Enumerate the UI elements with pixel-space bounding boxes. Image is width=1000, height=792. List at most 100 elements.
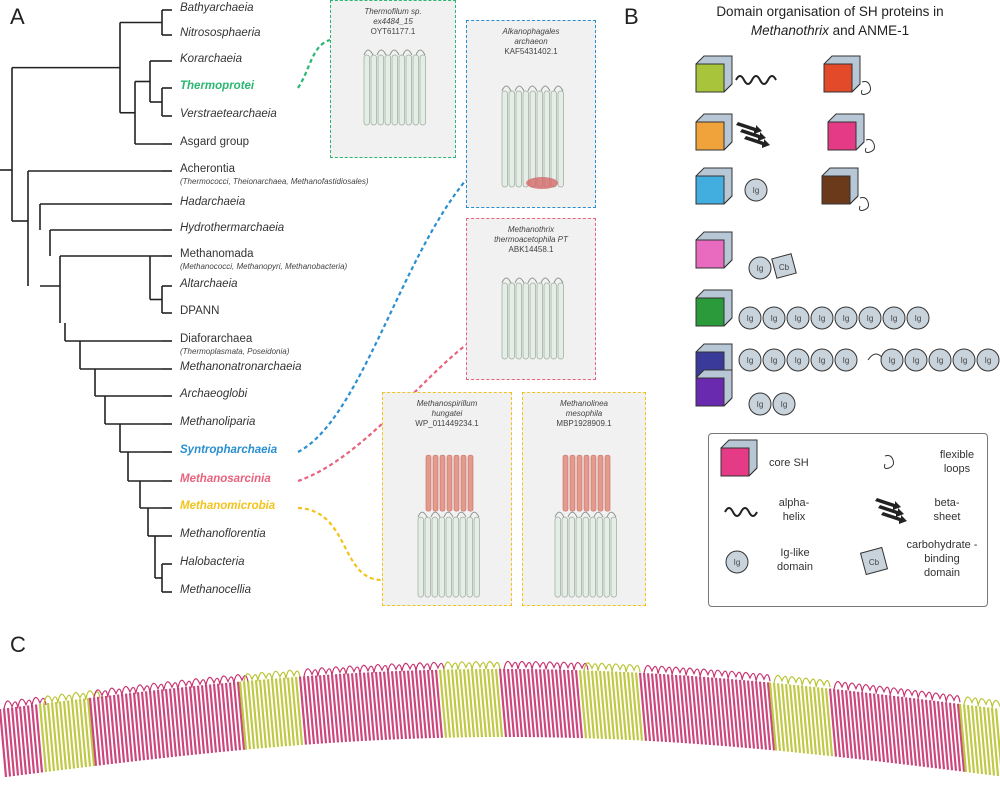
clade-connector-0 [297,38,331,89]
ig-domain: Ig [858,306,882,330]
clade-connector-3 [297,506,383,582]
svg-text:Ig: Ig [747,314,754,323]
svg-text:Ig: Ig [985,356,992,365]
svg-text:Ig: Ig [757,264,764,273]
taxon-label: Hadarchaeia [180,196,246,208]
svg-text:Ig: Ig [771,314,778,323]
svg-text:Ig: Ig [771,356,778,365]
svg-text:Ig: Ig [757,400,764,409]
taxon-label: Archaeoglobi [180,388,248,400]
ig-domain: Ig [952,348,976,372]
beta-sheet [740,129,766,141]
carbohydrate-binding-domain [771,253,797,279]
legend-beta-sheet-label: beta- sheet [933,497,961,523]
taxon-label: Methanoliparia [180,416,256,428]
domain-title-genus: Methanothrix [750,23,829,38]
core-sh-domain [695,289,733,327]
ig-domain: Ig [762,348,786,372]
beta-sheet [736,122,762,134]
svg-text:Ig: Ig [795,314,802,323]
taxon-label: Methanomada [180,248,254,260]
core-sh-domain [823,55,861,93]
svg-text:Ig: Ig [819,314,826,323]
tree-structure-connectors [297,38,467,582]
taxon-label: Methanoflorentia [180,528,266,540]
clade-connector-1 [297,179,467,453]
svg-text:Ig: Ig [961,356,968,365]
svg-text:Ig: Ig [753,186,760,195]
taxon-label: Nitrososphaeria [180,27,261,39]
taxon-label: Diaforarchaea [180,333,253,345]
taxon-label: Korarchaeia [180,53,243,65]
panel-a-label: A [10,4,25,29]
panel-b-label: B [624,4,639,29]
ig-domain: Ig [906,306,930,330]
taxon-label: DPANN [180,305,220,317]
ig-domain: Ig [725,550,749,574]
domain-title-line1: Domain organisation of SH proteins in [716,4,944,19]
taxon-label: Bathyarchaeia [180,2,254,14]
taxon-label: Methanosarcinia [180,473,271,485]
legend-symbols: Ig Cb [720,439,907,576]
legend-alpha-helix-label: alpha- helix [778,497,810,523]
protein-structure-render [554,454,617,598]
ig-domain: Ig [976,348,1000,372]
ig-domain: Ig [748,392,772,416]
taxon-label: Asgard group [180,136,250,148]
svg-text:Ig: Ig [843,314,850,323]
svg-text:Cb: Cb [869,558,880,567]
svg-text:Ig: Ig [913,356,920,365]
tree-branches [0,9,172,593]
ig-domain: Ig [738,348,762,372]
taxon-sublabel: (Thermococci, Theionarchaea, Methanofast… [180,177,369,186]
taxon-label: Methanonatronarchaeia [180,361,302,373]
svg-text:Ig: Ig [734,558,741,567]
taxon-label: Methanomicrobia [180,500,276,512]
ig-domain: Ig [928,348,952,372]
svg-text:Ig: Ig [747,356,754,365]
svg-text:Ig: Ig [819,356,826,365]
taxon-label: Verstraetearchaeia [180,108,277,120]
protein-structure-render [417,454,480,598]
core-sh-domain [821,167,859,205]
ig-domain: Ig [810,306,834,330]
protein-structure-render [501,277,564,360]
legend-carbohydrate-domain-label: carbohydrate - binding domain [906,539,978,579]
svg-text:Ig: Ig [915,314,922,323]
sh-filament-structure [0,660,1000,778]
ig-domain: Ig [904,348,928,372]
svg-text:Cb: Cb [779,263,790,272]
legend-core-sh-label: core SH [769,457,809,469]
ig-domain: Ig [834,348,858,372]
panel-c-label: C [10,632,26,657]
taxon-label: Altarchaeia [180,278,238,290]
ig-domain: Ig [748,256,772,280]
taxon-label: Acherontia [180,163,235,175]
ig-domain: Ig [744,178,768,202]
core-sh-domain [695,113,733,151]
svg-text:Ig: Ig [889,356,896,365]
core-sh-domain [720,439,758,477]
taxon-sublabel: (Methanococci, Methanopyri, Methanobacte… [180,262,348,271]
core-sh-domain [827,113,865,151]
ig-domain: Ig [772,392,796,416]
core-sh-domain [695,167,733,205]
alpha-helix [735,75,777,85]
ig-domain: Ig [882,306,906,330]
svg-text:Ig: Ig [781,400,788,409]
ig-domain: Ig [834,306,858,330]
ig-domain: Ig [786,348,810,372]
taxon-label: Methanocellia [180,584,251,596]
phylogenetic-tree [0,9,172,593]
legend-ig-domain-label: Ig-like domain [776,547,814,573]
